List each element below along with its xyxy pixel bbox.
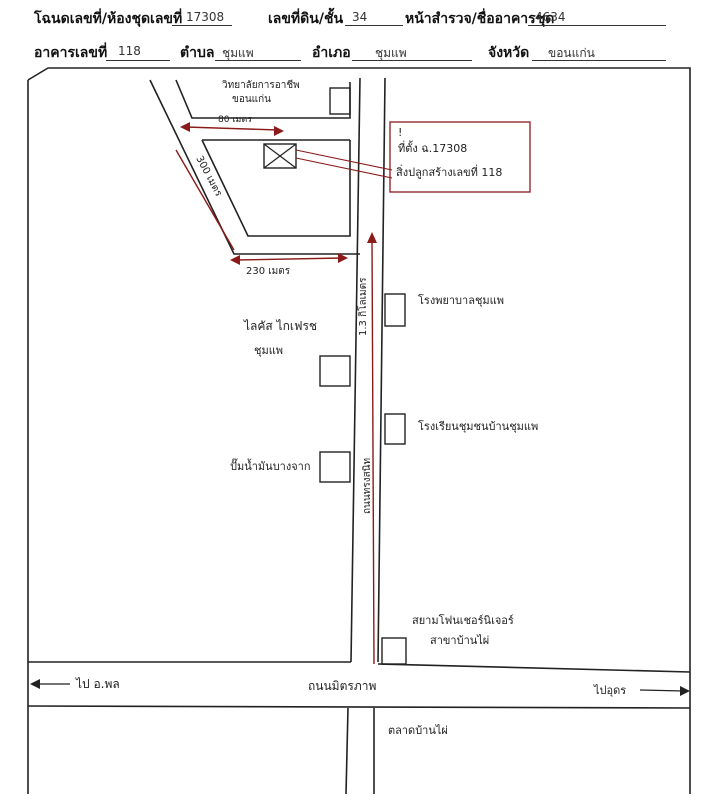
arrow-80m xyxy=(185,126,279,131)
side-road-inner xyxy=(201,139,351,237)
subdistrict-line xyxy=(215,60,301,61)
to-right-arrow-head xyxy=(680,686,690,696)
hotel-label-line1: ไลคัส ไกเฟรช xyxy=(243,319,317,333)
main-road-top-right xyxy=(377,663,691,673)
gas-station-building xyxy=(319,451,351,483)
province-value: ขอนแก่น xyxy=(548,46,595,60)
arrow-1km-head xyxy=(367,232,377,243)
arrow-80m-head-left xyxy=(180,122,190,132)
target-building-cross-b xyxy=(263,143,297,169)
shop-building xyxy=(381,637,407,665)
to-right-label: ไปอุดร xyxy=(593,684,626,697)
road-vertical-right-edge xyxy=(377,77,386,663)
hotel-building xyxy=(319,355,351,387)
deed-number-value: 17308 xyxy=(186,10,225,24)
survey-page-line xyxy=(528,25,666,26)
hospital-building xyxy=(384,293,406,327)
label-80m: 80 เมตร xyxy=(218,115,252,125)
location-callout-mark: ! xyxy=(398,126,402,139)
school-building xyxy=(384,413,406,445)
label-1km: 1.3 กิโลเมตร xyxy=(356,277,369,336)
location-callout-line2: สิ่งปลูกสร้างเลขที่ 118 xyxy=(396,164,503,179)
province-line xyxy=(532,60,666,61)
district-value: ชุมแพ xyxy=(375,46,407,60)
deed-number-label: โฉนดเลขที่/ห้องชุดเลขที่ xyxy=(34,11,183,27)
shop-label-line2: สาขาบ้านไผ่ xyxy=(430,634,489,647)
college-label-line2: ขอนแก่น xyxy=(232,94,271,105)
district-label: อำเภอ xyxy=(312,45,351,61)
land-number-label: เลขที่ดิน/ชั้น xyxy=(268,11,344,27)
bottom-road-label: ตลาดบ้านไผ่ xyxy=(388,724,448,737)
arrow-1km xyxy=(371,239,375,665)
deed-number-line xyxy=(172,25,232,26)
arrow-80m-head-right xyxy=(274,126,284,136)
to-left-label: ไป อ.พล xyxy=(75,677,120,691)
side-road-outer xyxy=(149,79,360,255)
to-left-arrow-head xyxy=(30,679,40,689)
school-label: โรงเรียนชุมชนบ้านชุมแพ xyxy=(418,419,538,433)
land-number-value: 34 xyxy=(352,10,368,24)
arrow-230m xyxy=(235,257,343,261)
road-vertical-name: ถนนทรงสนิท xyxy=(362,458,373,514)
location-callout-box xyxy=(389,121,531,193)
land-number-line xyxy=(345,25,403,26)
subdistrict-value: ชุมแพ xyxy=(222,46,254,60)
building-number-line xyxy=(106,60,170,61)
arrow-230m-head-left xyxy=(230,255,240,265)
main-road-name: ถนนมิตรภาพ xyxy=(308,679,376,693)
hotel-label-line2: ชุมแพ xyxy=(254,344,283,357)
bottom-road-left xyxy=(345,707,349,795)
road-vertical-left-edge xyxy=(350,77,361,663)
district-line xyxy=(352,60,472,61)
province-label: จังหวัด xyxy=(488,45,530,61)
survey-page-label: หน้าสำรวจ/ชื่ออาคารชุด xyxy=(405,11,555,27)
location-callout-line1: ที่ตั้ง ฉ.17308 xyxy=(398,140,467,155)
survey-page-value: 4634 xyxy=(535,10,566,24)
college-building xyxy=(329,87,351,115)
gas-station-label: ปั๊มน้ำมันบางจาก xyxy=(230,458,311,473)
arrow-230m-head-right xyxy=(338,253,348,263)
target-building xyxy=(263,143,297,169)
to-right-arrow xyxy=(639,689,685,692)
label-230m: 230 เมตร xyxy=(246,266,291,277)
building-number-label: อาคารเลขที่ xyxy=(34,45,108,61)
callout-pointer-b xyxy=(295,157,393,179)
map-frame-top-right xyxy=(27,67,691,794)
callout-pointer-a xyxy=(295,149,393,171)
main-road-bottom xyxy=(27,705,691,709)
subdistrict-label: ตำบล xyxy=(180,45,215,61)
building-number-value: 118 xyxy=(118,44,141,58)
shop-label-line1: สยามโฟนเชอร์นิเจอร์ xyxy=(412,613,514,627)
hospital-label: โรงพยาบาลชุมแพ xyxy=(418,293,504,307)
college-label: วิทยาลัยการอาชีพ xyxy=(222,79,300,91)
arrow-300m xyxy=(175,149,235,251)
